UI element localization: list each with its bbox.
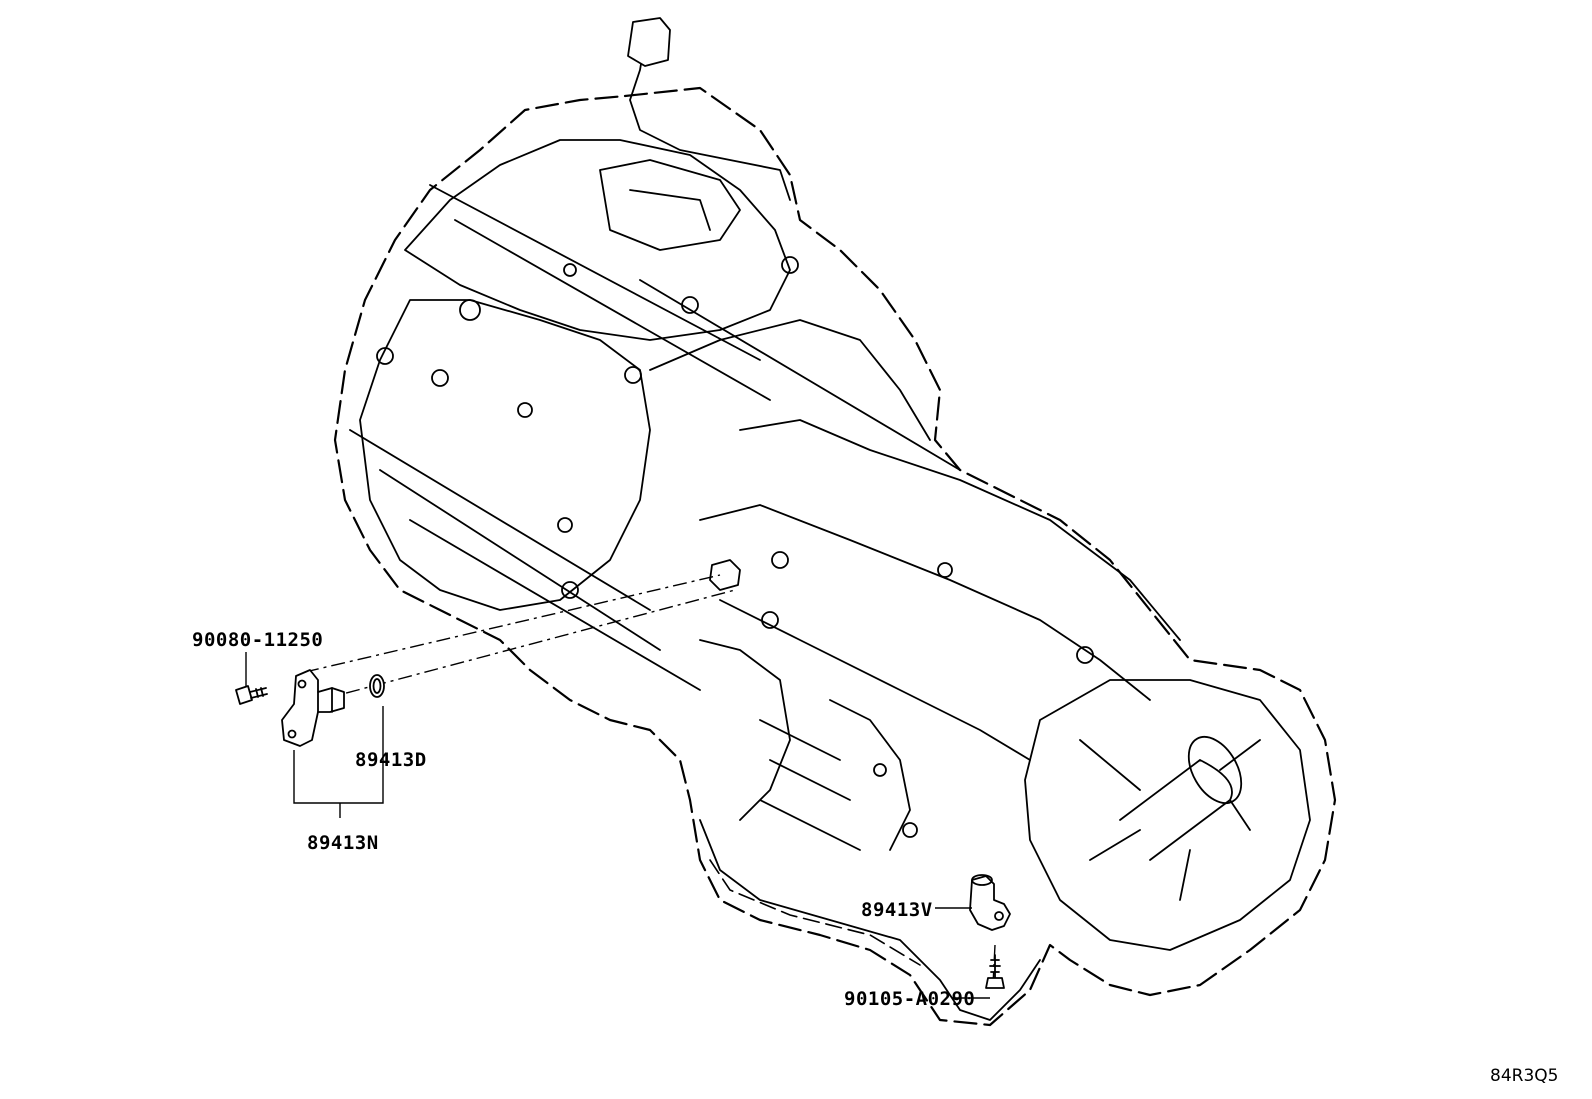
main-case-rib-lower [349, 429, 701, 691]
callout-90105-A0290: 90105-A0290 [844, 988, 975, 1010]
sensor-mount-boss [709, 559, 741, 591]
oil-pan [699, 819, 1041, 1021]
sensor-assembly-lower [969, 874, 1011, 989]
output-shaft-tube [1119, 759, 1233, 861]
transmission-outline [333, 86, 1337, 1027]
sensor-assembly-left [235, 669, 385, 747]
bell-housing-flange [359, 299, 651, 611]
extension-housing-lower [719, 599, 1031, 761]
callout-labels: 90080-11250 89413D 89413N 89413V 90105-A… [192, 629, 1558, 1086]
main-case-side [649, 319, 931, 441]
harness-clip-block [599, 159, 741, 251]
transmission-housing-illustration [333, 17, 1337, 1027]
valve-body-ribs [699, 639, 911, 851]
illustration-code: 84R3Q5 [1490, 1066, 1558, 1086]
o-ring-icon [369, 674, 385, 698]
speed-sensor-body [281, 669, 345, 747]
main-case-rib-upper [429, 184, 961, 471]
leader-sensor-assembly [293, 706, 384, 804]
harness-connector [627, 17, 671, 67]
callout-89413D: 89413D [355, 749, 427, 771]
callout-89413V: 89413V [861, 899, 933, 921]
phantom-line-lower [319, 589, 736, 701]
rear-flange [1024, 679, 1311, 951]
output-shaft-end [1187, 736, 1243, 804]
rear-flange-arms [1079, 739, 1261, 901]
housing-bosses [376, 256, 1094, 838]
extension-housing [699, 419, 1181, 701]
oil-pan-lower-edge [709, 859, 921, 966]
bell-housing-rim [404, 139, 791, 341]
phantom-line-upper [304, 574, 721, 673]
bolt-v-icon [985, 954, 1005, 989]
callout-90080-11250: 90080-11250 [192, 629, 323, 651]
wire-harness [629, 39, 791, 201]
assembly-phantom-lines [304, 574, 996, 986]
bolt-icon [235, 685, 268, 705]
callout-89413N: 89413N [307, 832, 379, 854]
callout-leaders [245, 652, 990, 999]
